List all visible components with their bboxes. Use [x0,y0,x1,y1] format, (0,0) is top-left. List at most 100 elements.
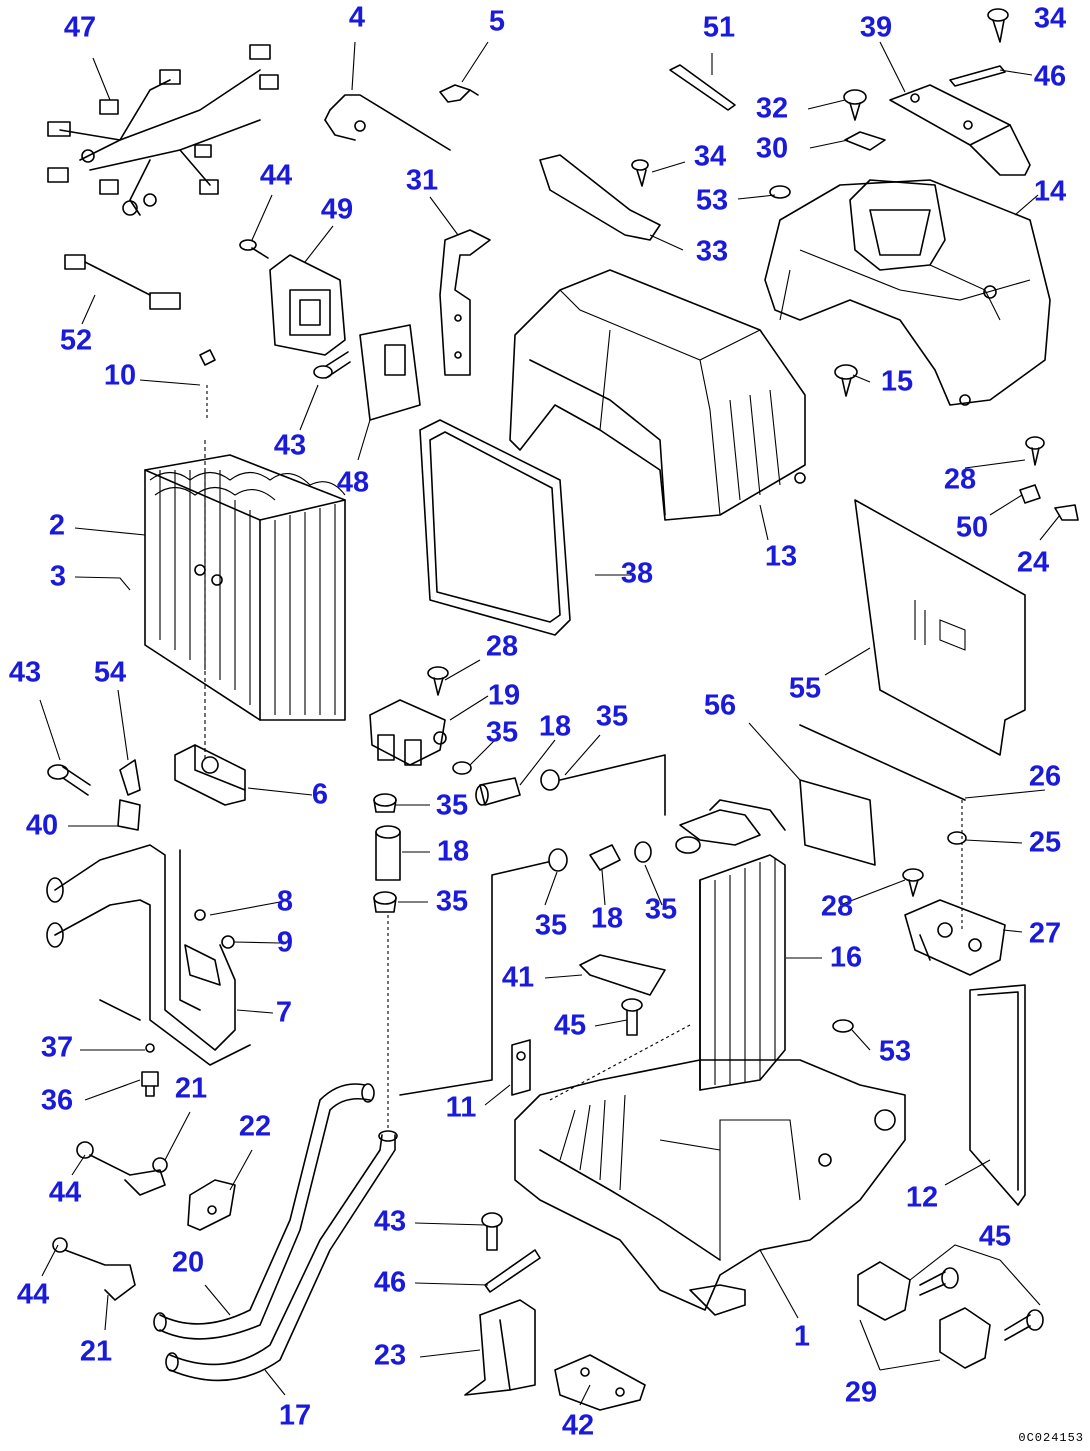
callout-2: 2 [48,509,66,542]
callout-17: 17 [278,1399,312,1432]
clip-25 [947,831,967,845]
water-valve-19 [369,699,447,766]
callout-40: 40 [25,809,59,842]
callout-30: 30 [755,132,789,165]
callout-54: 54 [93,656,127,689]
bracket-33 [539,154,661,241]
callout-31: 31 [405,164,439,197]
filter-55 [854,499,1026,756]
callout-56: 56 [703,689,737,722]
callout-7: 7 [275,996,293,1029]
callout-29: 29 [844,1376,878,1409]
callout-44: 44 [16,1278,50,1311]
rod-26 [799,724,966,801]
plate-30 [844,131,886,151]
callout-35: 35 [534,909,568,942]
callout-1: 1 [793,1320,811,1353]
cap-53-bottom [832,1019,854,1033]
bracket-23 [464,1299,536,1396]
callout-15: 15 [880,365,914,398]
bracket-39 [889,84,1031,176]
callout-35: 35 [644,893,678,926]
hose-18a [475,777,521,806]
callout-21: 21 [79,1335,113,1368]
callout-18: 18 [538,710,572,743]
bar-46-top [949,65,1006,87]
actuator-27 [904,899,1006,976]
callout-50: 50 [955,511,989,544]
callout-41: 41 [501,961,535,994]
bolt-43-bottom [481,1212,503,1251]
callout-12: 12 [905,1181,939,1214]
bolt-43-top [313,351,351,379]
rod-51 [669,64,736,111]
expansion-valve-6 [174,744,246,806]
bolt-43-left [47,764,91,796]
clamp-21a [76,1141,168,1196]
leader-lines [39,41,1061,1406]
callout-52: 52 [59,324,93,357]
callout-8: 8 [276,885,294,918]
clamp-35b [540,769,560,791]
oring-8 [194,909,206,921]
clip-5 [439,84,479,103]
callout-49: 49 [320,193,354,226]
callout-35: 35 [435,885,469,918]
callout-45: 45 [978,1220,1012,1253]
callout-44: 44 [259,159,293,192]
callout-26: 26 [1028,760,1062,793]
callout-47: 47 [63,11,97,44]
bar-46-bottom [484,1249,541,1293]
clip-28-lower [902,868,924,897]
resistor-29a [857,1261,911,1321]
hose-17 [165,1130,398,1382]
callout-42: 42 [561,1409,595,1442]
screw-34-top [987,8,1009,43]
callout-9: 9 [276,926,294,959]
clamp-35a [452,761,472,775]
clamp-35e [548,848,568,872]
callout-24: 24 [1016,546,1050,579]
screw-34-mid [631,159,649,187]
callout-35: 35 [485,716,519,749]
bracket-31 [439,229,491,376]
cap-53-top [769,185,791,199]
clip-40 [117,799,141,831]
callout-23: 23 [373,1339,407,1372]
evaporator-2 [144,454,346,721]
bracket-42 [554,1354,646,1411]
bolt-45-b [1004,1309,1044,1341]
lower-case-1 [514,1059,906,1316]
bracket-22 [187,1179,236,1231]
callout-39: 39 [859,11,893,44]
callout-45: 45 [553,1009,587,1042]
callout-20: 20 [171,1246,205,1279]
drawing-code: 0C024153 [1018,1431,1084,1445]
leader-hose-11 [399,861,549,1096]
callout-21: 21 [174,1072,208,1105]
oring-37 [145,1043,155,1053]
clip-11 [511,1039,531,1096]
callout-19: 19 [487,679,521,712]
callout-28: 28 [820,890,854,923]
callout-34: 34 [1033,2,1067,35]
callout-55: 55 [788,672,822,705]
sensor-52 [64,254,181,310]
clamp-21b [52,1237,136,1301]
callout-37: 37 [40,1031,74,1064]
callout-38: 38 [620,557,654,590]
callout-51: 51 [702,11,736,44]
cover-13 [509,269,806,521]
switch-36 [141,1071,159,1097]
callout-53: 53 [695,184,729,217]
callout-35: 35 [435,789,469,822]
resistor-29b [939,1307,991,1369]
callout-44: 44 [48,1176,82,1209]
oring-3a [194,564,206,576]
callout-43: 43 [373,1205,407,1238]
bracket-41 [579,954,666,996]
rod-4 [324,94,451,151]
hose-18b [375,825,401,881]
callout-43: 43 [273,429,307,462]
